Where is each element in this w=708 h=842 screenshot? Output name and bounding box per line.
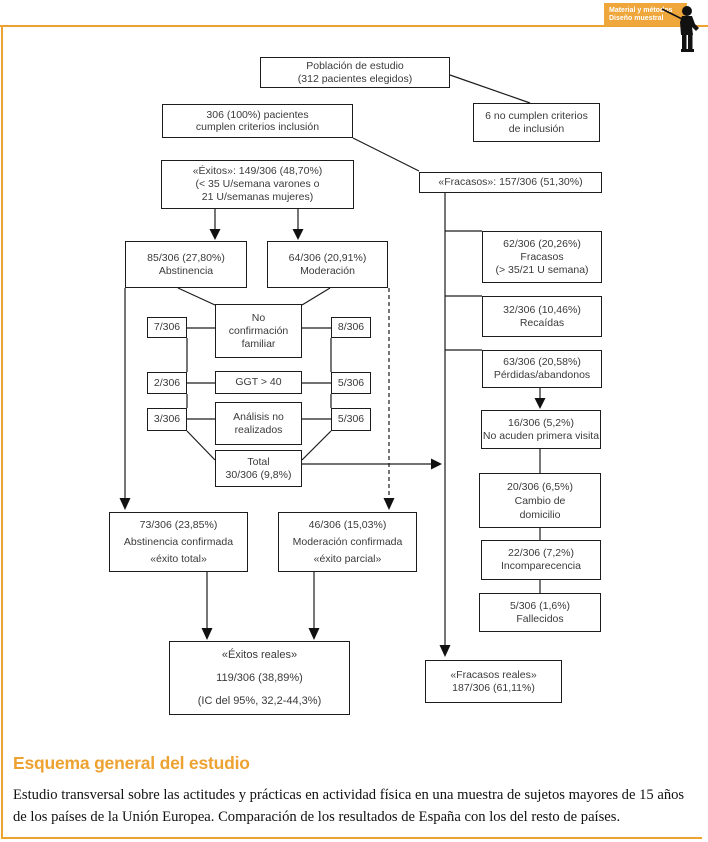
box-incomparecencia: 22/306 (7,2%)Incomparecencia	[481, 540, 601, 580]
box-fracasos: «Fracasos»: 157/306 (51,30%)	[419, 172, 602, 193]
box-n2: 2/306	[147, 372, 187, 394]
box-no-acuden: 16/306 (5,2%)No acuden primera visita	[481, 410, 601, 449]
box-moderacion: 64/306 (20,91%)Moderación	[267, 241, 388, 288]
presenter-silhouette-icon	[661, 6, 699, 52]
page-border-top	[0, 25, 708, 27]
box-fracasos-reales: «Fracasos reales»187/306 (61,11%)	[425, 660, 562, 703]
section-tab-line2: Diseño muestral	[609, 15, 664, 22]
box-perdidas-abandonos: 63/306 (20,58%)Pérdidas/abandonos	[482, 350, 602, 388]
box-n3: 3/306	[147, 408, 187, 431]
box-exitos: «Éxitos»: 149/306 (48,70%)(< 35 U/semana…	[161, 160, 354, 209]
box-n7: 7/306	[147, 317, 187, 338]
section-tab-line1: Material y métodos	[609, 7, 673, 14]
box-abstinencia-confirmada: 73/306 (23,85%)Abstinencia confirmada«éx…	[109, 512, 248, 572]
page-border-bottom	[1, 837, 702, 839]
box-moderacion-confirmada: 46/306 (15,03%)Moderación confirmada«éxi…	[278, 512, 417, 572]
box-recaidas: 32/306 (10,46%)Recaídas	[482, 296, 602, 337]
box-n5b: 5/306	[331, 408, 371, 431]
box-ggt: GGT > 40	[215, 371, 302, 394]
box-abstinencia: 85/306 (27,80%)Abstinencia	[125, 241, 247, 288]
box-n5a: 5/306	[331, 372, 371, 394]
box-fracasos-62: 62/306 (20,26%)Fracasos(> 35/21 U semana…	[482, 231, 602, 283]
section-tab: Material y métodos Diseño muestral	[604, 3, 687, 26]
figure-caption-title: Esquema general del estudio	[13, 753, 250, 773]
figure-caption-body: Estudio transversal sobre las actitudes …	[13, 787, 685, 825]
connector-lines	[119, 74, 546, 657]
box-fallecidos: 5/306 (1,6%)Fallecidos	[479, 593, 601, 632]
box-n8: 8/306	[331, 317, 371, 338]
box-exitos-reales: «Éxitos reales»119/306 (38,89%)(IC del 9…	[169, 641, 350, 715]
box-poblacion-estudio: Población de estudio(312 pacientes elegi…	[260, 57, 450, 88]
page-border-left	[1, 25, 3, 839]
